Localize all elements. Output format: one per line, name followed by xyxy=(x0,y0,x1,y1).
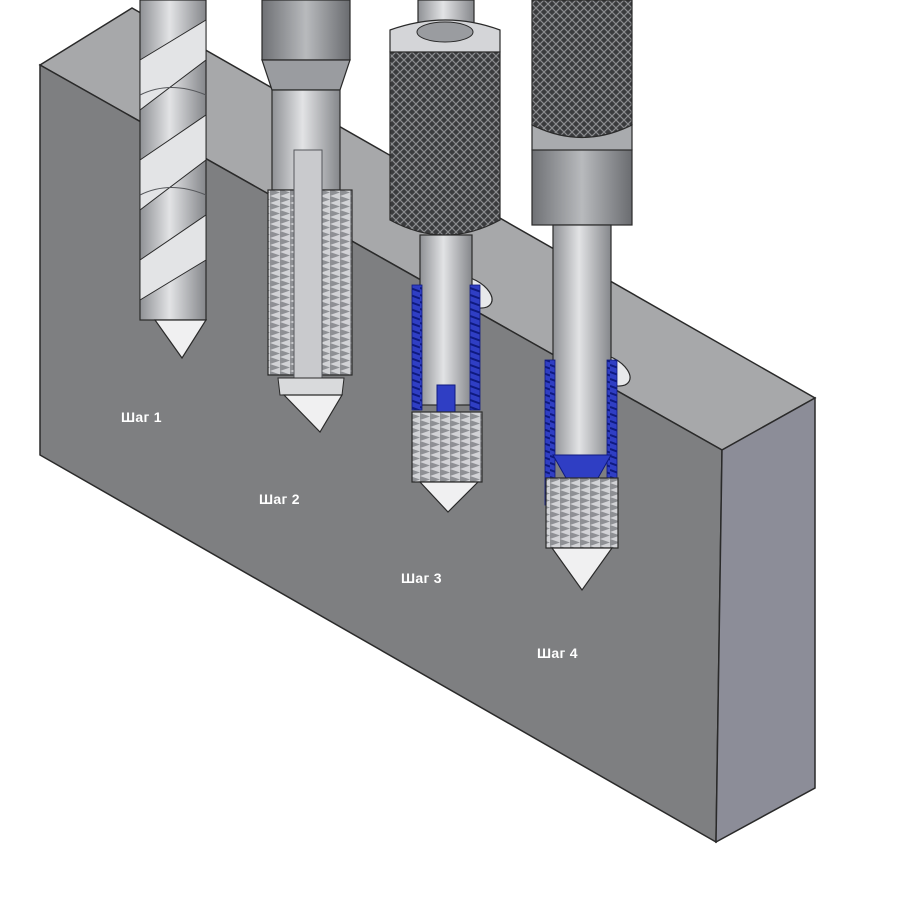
twist-drill xyxy=(139,0,208,360)
insert-installer-step3 xyxy=(389,0,501,513)
insert-installer-step4 xyxy=(531,0,633,592)
step-4-label: Шаг 4 xyxy=(537,645,578,661)
taper-tap xyxy=(261,0,353,433)
block-side-face xyxy=(715,396,816,844)
knurled-handle-long xyxy=(531,0,633,138)
step-2-label: Шаг 2 xyxy=(259,491,300,507)
step-3-label: Шаг 3 xyxy=(401,570,442,586)
step-1-label: Шаг 1 xyxy=(121,409,162,425)
knurled-handle xyxy=(389,51,501,236)
